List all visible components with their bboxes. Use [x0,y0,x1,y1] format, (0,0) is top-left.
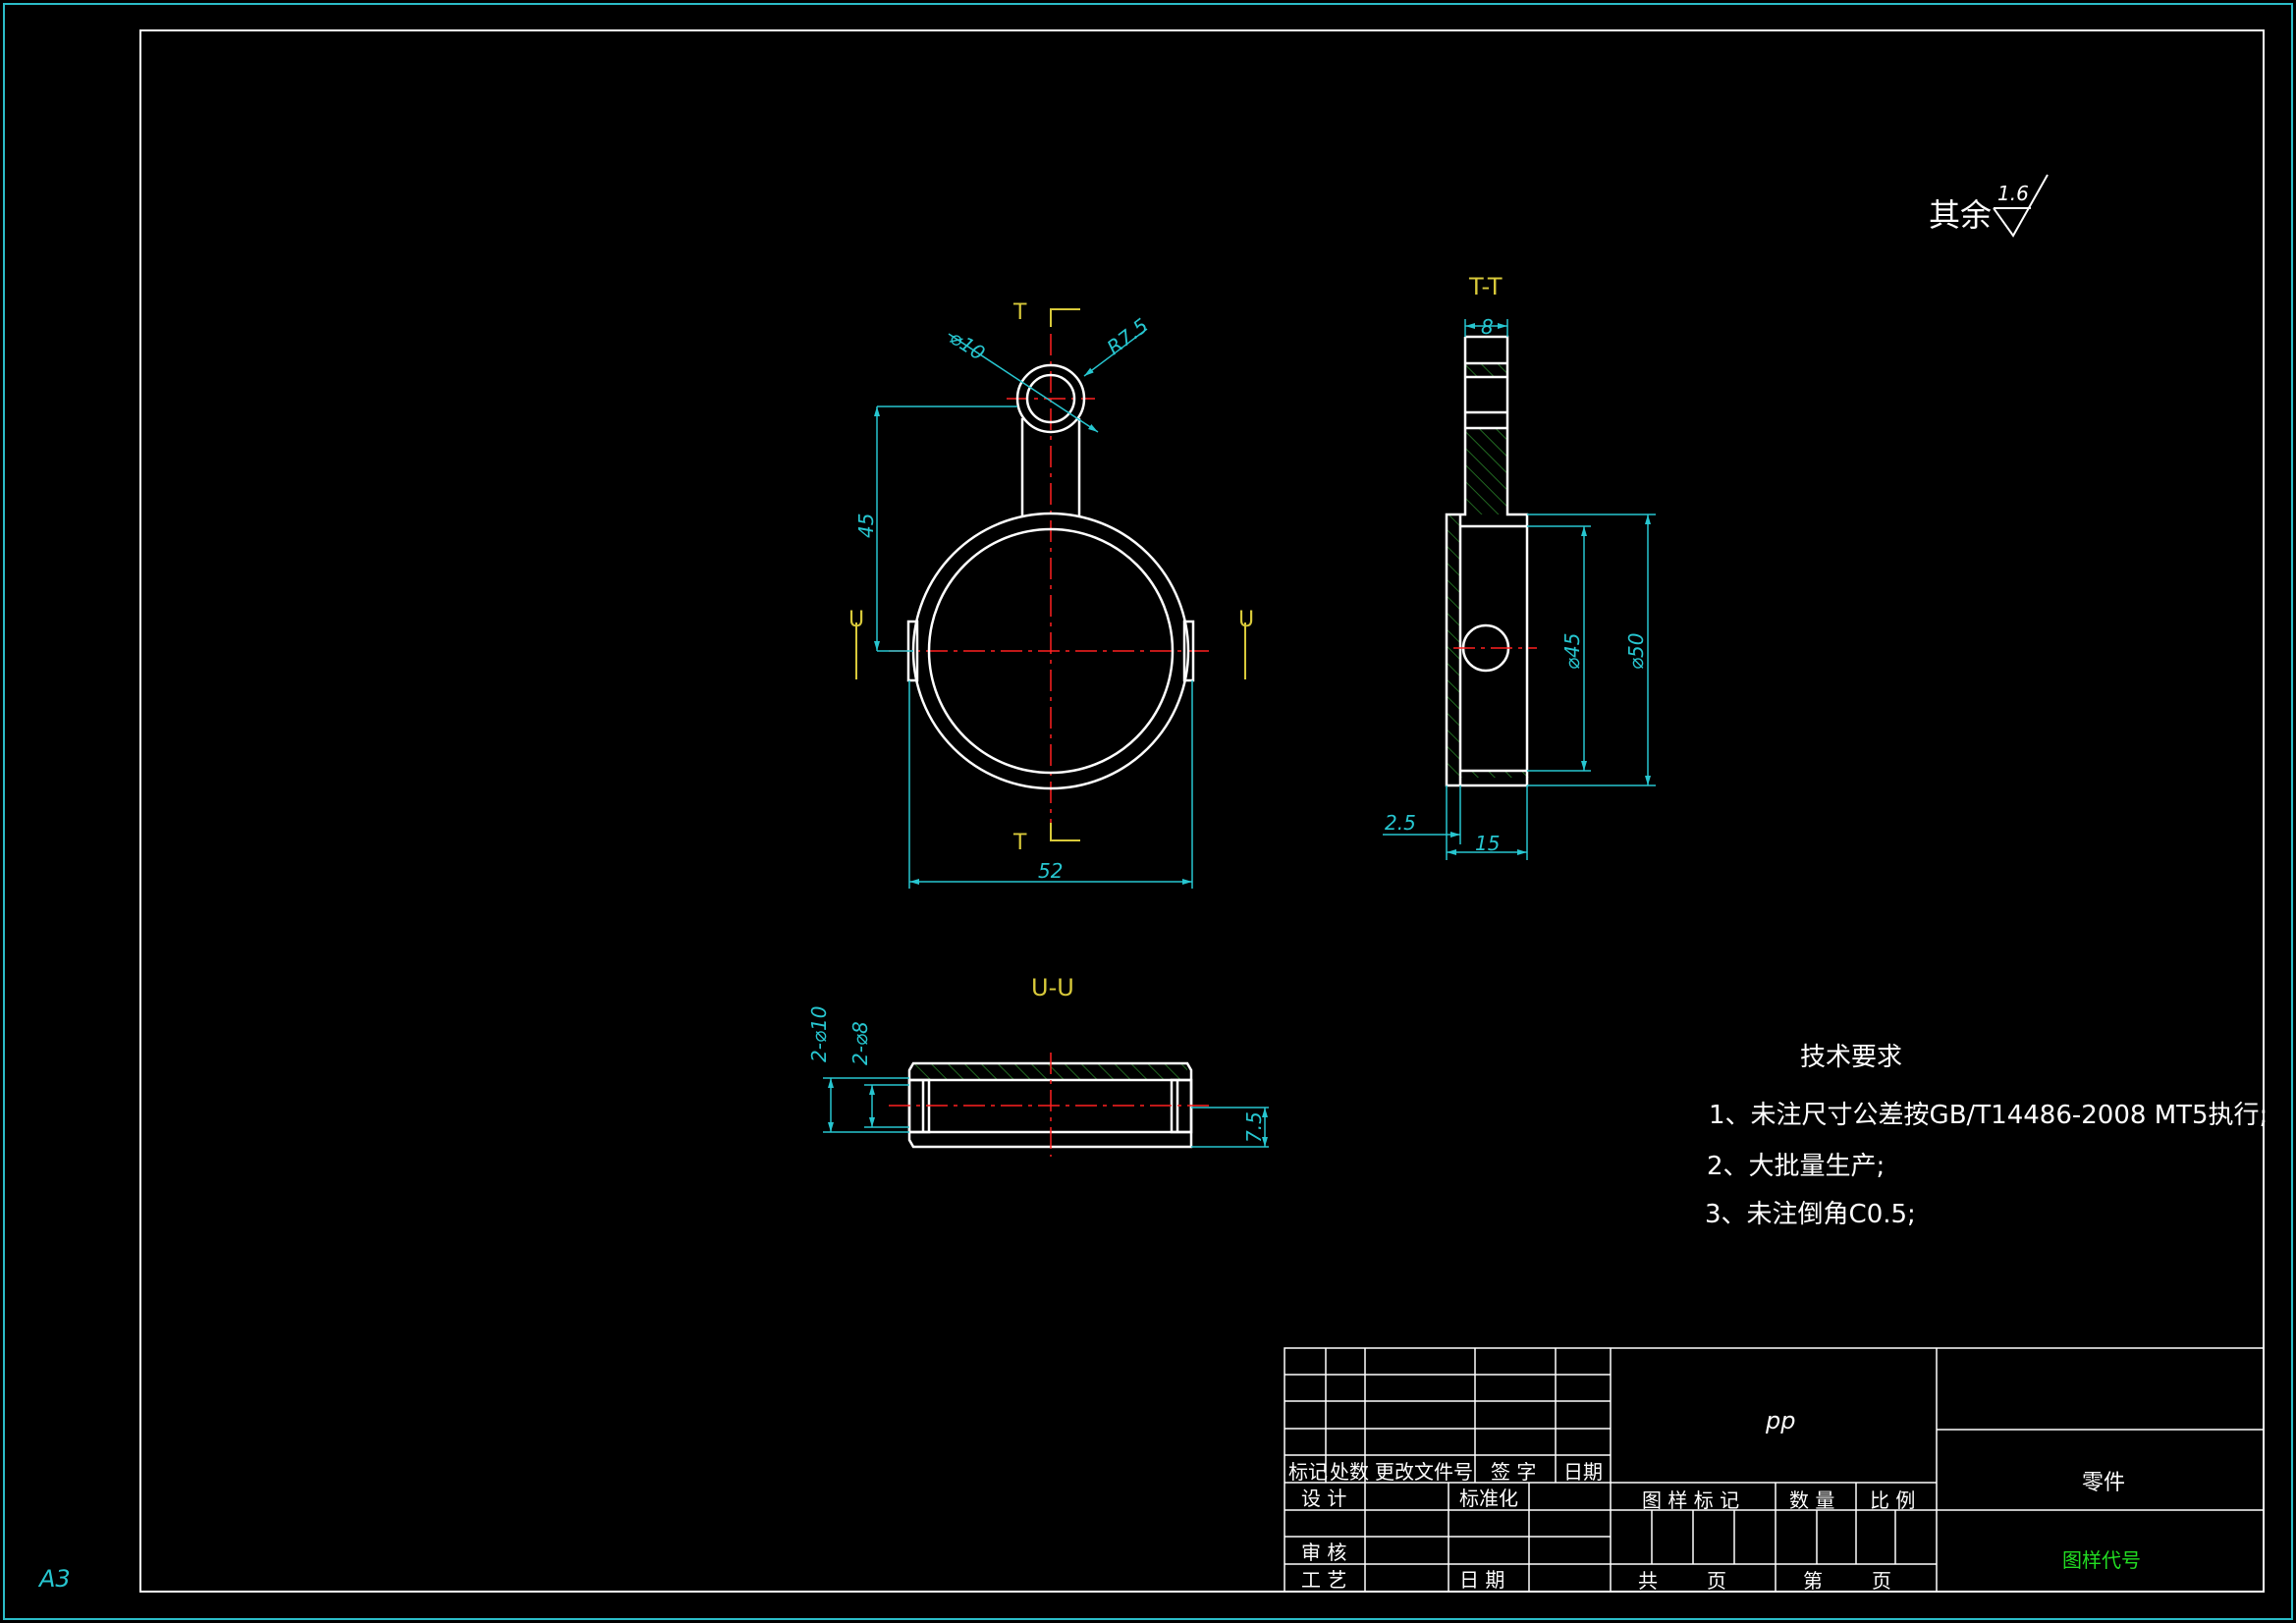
roughness-value: 1.6 [1997,182,2029,205]
tb-hdr-mark: 标记 [1288,1460,1328,1484]
dim-offset: 2.5 [1385,811,1416,835]
roughness-symbol-icon [1993,174,2049,238]
tb-scale: 比 例 [1870,1488,1915,1512]
tb-quantity: 数 量 [1789,1488,1834,1512]
dim-width15: 15 [1475,832,1500,855]
tb-total: 共 [1638,1569,1658,1593]
title-block [1284,1347,2265,1593]
section-uu-label: U-U [1031,974,1074,1001]
tb-drawing-code: 图样代号 [2062,1548,2141,1572]
tb-hdr-date: 日期 [1563,1460,1603,1484]
technical-requirements: 技术要求 1、未注尺寸公差按GB/T14486-2008 MT5执行; 2、大批… [1705,1043,2268,1229]
section-mark-t-top: T [1012,300,1027,325]
dim-7-5: 7.5 [1242,1111,1266,1143]
ring-inner [927,527,1175,775]
tb-page2: 页 [1872,1569,1891,1593]
tb-page1: 页 [1707,1569,1726,1593]
title-block-text: 标记 处数 更改文件号 签 字 日期 设 计 标准化 审 核 工 艺 日 期 p… [1288,1407,2141,1593]
sheet-size-label: A3 [37,1565,71,1593]
inner-frame [139,29,2265,1593]
dim-hole-diameter: ⌀10 [946,325,990,365]
tb-drawing-mark: 图 样 标 记 [1642,1488,1739,1512]
tb-hdr-count: 处数 [1330,1460,1369,1484]
tb-standard: 标准化 [1459,1487,1518,1510]
tech-req-item-1: 1、未注尺寸公差按GB/T14486-2008 MT5执行; [1709,1101,2268,1130]
tech-req-item-3: 3、未注倒角C0.5; [1705,1200,1916,1229]
tb-material: pp [1765,1407,1795,1434]
tech-req-item-2: 2、大批量生产; [1707,1152,1885,1181]
tb-date: 日 期 [1459,1568,1504,1592]
dim-height: 45 [854,514,878,538]
tb-hdr-sign: 签 字 [1491,1460,1536,1484]
dim-lug-radius: R7.5 [1103,313,1153,359]
dim-holes10: 2-⌀10 [807,1006,831,1062]
dim-d45: ⌀45 [1560,633,1584,671]
section-u-u-view: U-U 2-⌀10 2-⌀8 7.5 [807,974,1269,1157]
tb-review: 审 核 [1301,1541,1346,1564]
section-mark-u-left: U [848,608,864,632]
roughness-note: 其余 1.6 [1929,174,2049,238]
tb-part-name: 零件 [2082,1471,2125,1495]
dim-width: 52 [1038,859,1063,883]
tech-req-title: 技术要求 [1800,1043,1902,1072]
roughness-prefix: 其余 [1929,196,1992,234]
section-tt-label: T-T [1468,273,1503,300]
front-view: T T U U ⌀10 R7.5 45 52 [848,300,1254,889]
dim-holes8: 2-⌀8 [848,1021,872,1065]
tb-sheet-no: 第 [1803,1569,1823,1593]
lug-hole [1025,373,1076,424]
outer-frame [3,3,2293,1620]
tb-hdr-doc: 更改文件号 [1375,1460,1473,1484]
dim-d50: ⌀50 [1624,633,1648,671]
dim-thickness: 8 [1481,315,1494,339]
section-t-t-view: T-T [1383,273,1656,860]
lug-outer [1015,363,1086,434]
section-mark-u-right: U [1238,608,1254,632]
tb-process: 工 艺 [1301,1568,1346,1592]
section-mark-t-bottom: T [1012,831,1027,855]
tb-design: 设 计 [1301,1487,1346,1510]
